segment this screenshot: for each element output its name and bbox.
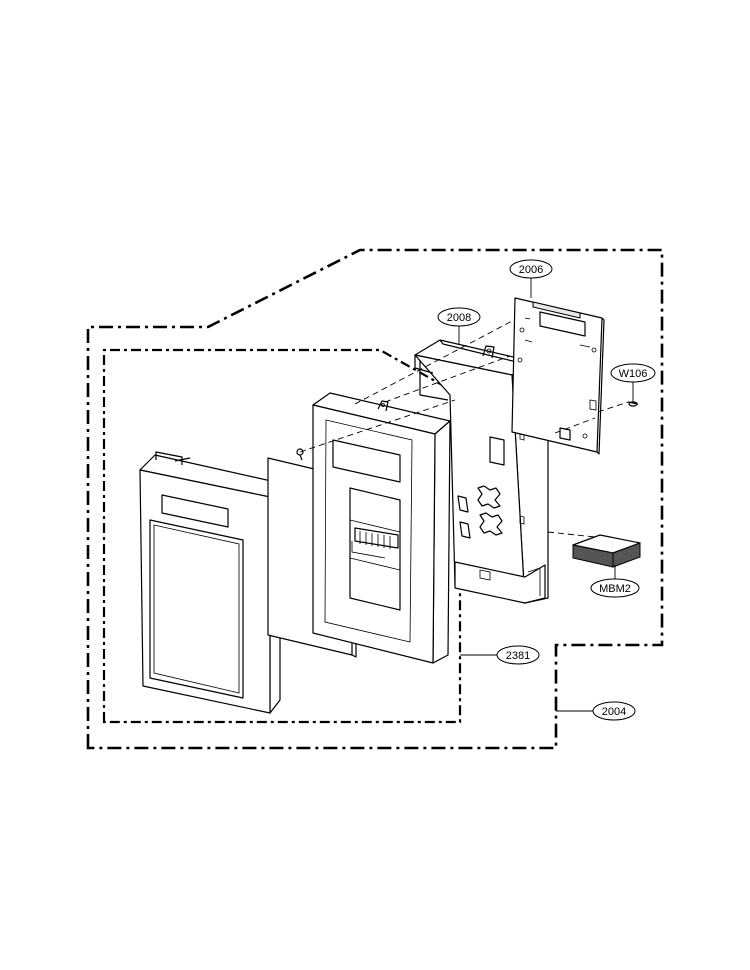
pcb-2006 [511,297,605,455]
front-panel [139,451,281,714]
callout-2008: 2008 [447,312,471,324]
control-panel-frame [296,392,451,664]
screw-w106 [627,401,639,407]
callout-w106: W106 [619,368,648,380]
assembly-boundary-2004 [86,248,664,750]
callout-2006: 2006 [519,264,543,276]
module-mbm2 [572,534,641,568]
callout-2381: 2381 [506,650,530,662]
callout-mbm2: MBM2 [599,583,631,595]
callout-2004: 2004 [602,706,626,718]
